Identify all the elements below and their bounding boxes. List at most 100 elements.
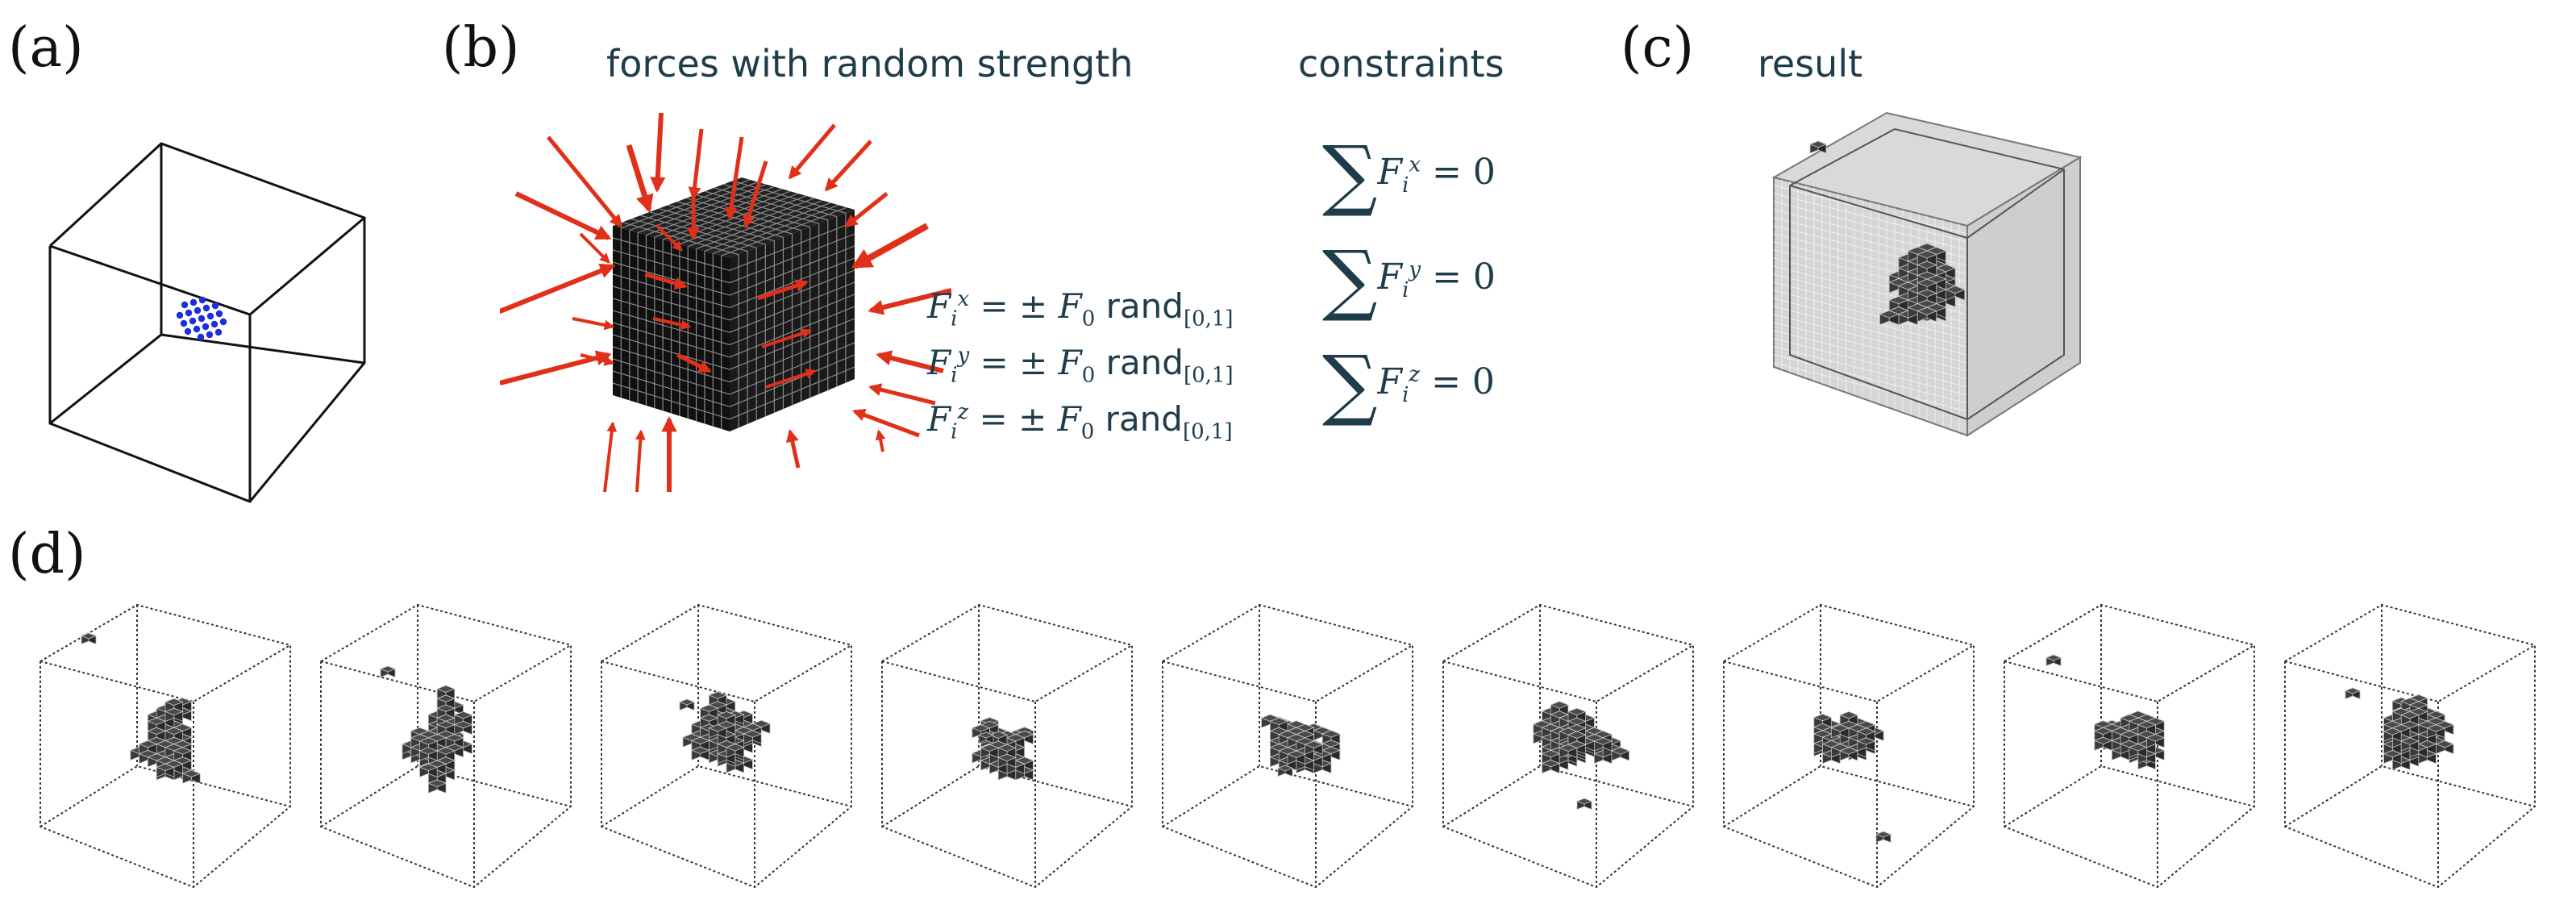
force-arrow [500,263,616,315]
voxel [1559,744,1578,758]
voxel [2093,736,2113,751]
voxel [436,685,456,699]
voxel [1916,306,1937,323]
voxel [708,691,728,706]
voxel [1593,737,1613,752]
voxel [1839,747,1858,761]
voxel [2045,654,2062,667]
force-arrow [868,288,951,315]
panel-a-seed-cube [48,142,366,503]
force-arrow [626,144,654,214]
seed-point [193,325,201,333]
example-cube [1723,603,1975,889]
force-arrow [547,135,623,228]
voxel-cube [612,177,855,431]
voxel-cluster [2344,687,2455,770]
seed-points [176,296,227,341]
voxel [418,747,439,761]
grid-line [729,366,855,420]
constraint-sum-y: ∑Fiy = 0 [1322,234,1496,324]
voxel [1541,759,1561,774]
voxel [725,744,745,758]
seed-point [197,333,205,341]
voxel [1304,740,1324,755]
example-cube [320,603,572,889]
voxel [1888,295,1909,311]
seed-point [184,327,192,335]
force-equation-z: Fiz = ± F0 rand[0,1] [927,399,1233,444]
force-arrow [875,429,886,452]
force-arrow [635,429,646,493]
force-arrow [580,353,615,366]
force-equation-y: Fiy = ± F0 rand[0,1] [927,343,1234,388]
voxel [678,698,696,711]
seed-point [202,323,210,331]
grid-line [612,346,730,383]
voxel [1879,310,1900,326]
force-arrow [676,352,712,373]
voxel [1808,140,1828,154]
seed-point [176,311,184,319]
force-arrow [876,350,944,373]
force-arrow [688,128,704,201]
grid-line [612,322,730,358]
grid-line [1773,354,1968,404]
constraint-sum-x: ∑Fix = 0 [1322,129,1496,219]
voxel [1916,289,1937,305]
panel-d-examples [32,597,2556,911]
result-voxel-cluster [1808,140,1966,326]
grid-line [1773,346,1968,396]
example-cube [881,603,1133,889]
example-cube [1162,603,1413,889]
grid-line [1773,306,1968,356]
voxel [1575,798,1593,811]
voxel [147,717,167,731]
voxel [2344,687,2362,700]
forces-title: forces with random strength [606,42,1134,85]
voxel [181,769,202,784]
grid-line [729,306,855,358]
grid-line [729,294,855,346]
voxel [1567,731,1587,745]
voxel [2120,730,2139,745]
voxel [1875,831,1892,844]
seed-point [180,319,188,327]
voxel-cluster [379,665,473,794]
grid-line [1773,290,1968,340]
panel-d-label: (d) [8,523,86,586]
voxel [2426,724,2446,739]
force-arrow [603,421,618,493]
force-arrow [757,279,809,301]
force-arrow [655,224,683,252]
voxel [708,724,728,739]
panel-c-label: (c) [1621,16,1695,80]
voxel-cluster [1532,701,1630,811]
voxel [717,711,736,726]
force-equation-x: Fix = ± F0 rand[0,1] [927,286,1234,331]
force-arrow [788,123,836,180]
voxel [2137,720,2157,736]
seed-point [181,301,189,309]
force-arrows [500,113,951,493]
voxel [173,747,193,761]
grid-line [1773,201,1968,251]
force-arrow [652,317,692,331]
force-arrow [868,383,936,406]
voxel [1916,260,1937,277]
seed-point [194,306,202,315]
voxel [453,720,473,736]
voxel [2382,749,2403,765]
force-arrow [572,317,615,331]
inner-frame [1789,127,2065,421]
voxel [453,711,473,726]
seed-point [214,328,223,336]
voxel-cluster [2045,654,2166,770]
voxel-cluster [1260,714,1341,777]
grid-line [612,370,730,407]
voxel [1812,713,1833,728]
force-arrow [579,232,610,264]
voxel [2400,737,2420,752]
grid-line [1773,193,1968,243]
panel-a-label: (a) [8,16,84,80]
grid-line [612,358,730,395]
